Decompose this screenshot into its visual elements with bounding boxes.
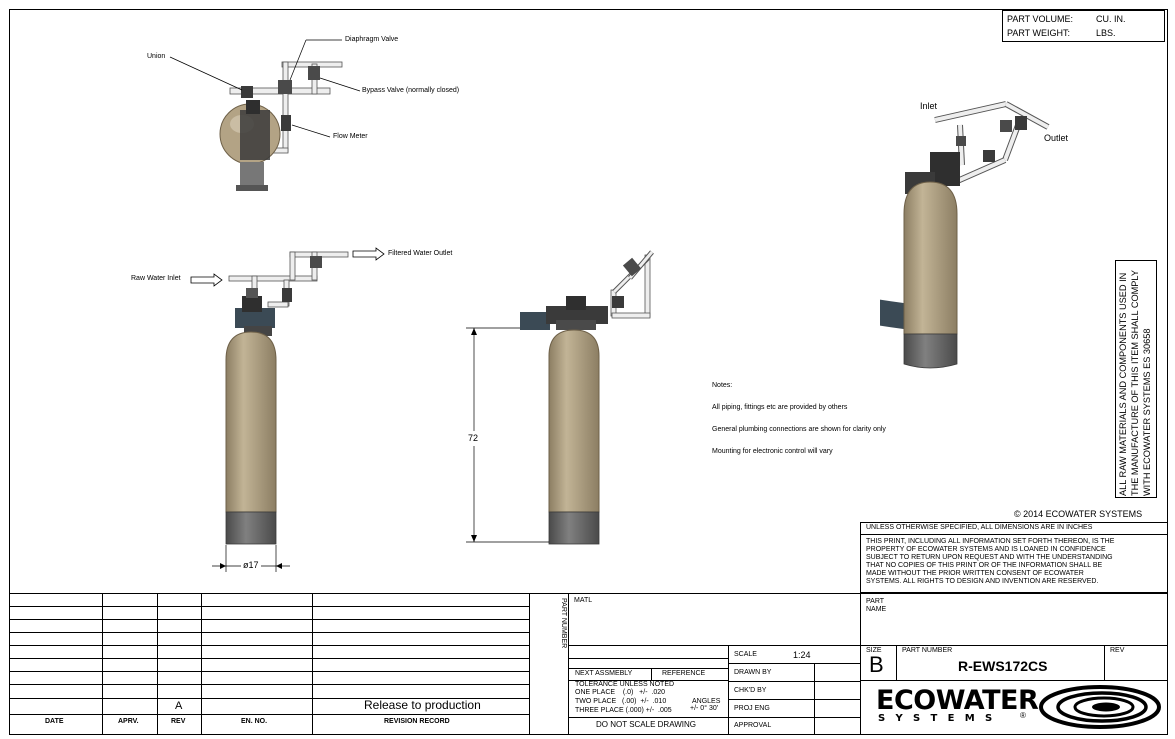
proprietary-line-4: THAT NO COPIES OF THIS PRINT OR OF THE I… <box>866 562 1103 569</box>
approval-label: APPROVAL <box>734 722 772 729</box>
rev-label: REV <box>1110 647 1125 654</box>
angles-label: ANGLES <box>692 698 721 705</box>
part-name-label-1: PART <box>866 598 885 605</box>
isometric-view-drawing <box>880 101 1050 369</box>
part-number-value: R-EWS172CS <box>958 658 1048 674</box>
proprietary-line-1: THIS PRINT, INCLUDING ALL INFORMATION SE… <box>866 538 1115 545</box>
rev-record-value: Release to production <box>364 698 481 712</box>
part-name-label-2: NAME <box>866 606 887 613</box>
part-weight-unit: LBS. <box>1096 28 1116 38</box>
bypass-valve-label: Bypass Valve (normally closed) <box>362 87 460 94</box>
front-view-drawing <box>225 251 349 545</box>
dimension-note: UNLESS OTHERWISE SPECIFIED, ALL DIMENSIO… <box>866 524 1093 531</box>
rev-header-en-no: EN. NO. <box>241 718 268 725</box>
side-notice-text: ALL RAW MATERIALS AND COMPONENTS USED IN… <box>1118 270 1152 496</box>
scale-label: SCALE <box>734 651 757 658</box>
flow-meter-label: Flow Meter <box>333 133 368 140</box>
top-view-leaders <box>169 39 361 138</box>
proj-eng-label: PROJ ENG <box>734 705 770 712</box>
proprietary-line-6: SYSTEMS. ALL RIGHTS TO DESIGN AND INVENT… <box>866 578 1099 585</box>
top-view-drawing <box>219 61 343 191</box>
side-view-drawing <box>520 250 654 545</box>
proprietary-line-2: PROPERTY OF ECOWATER SYSTEMS AND IS LOAN… <box>866 546 1106 553</box>
note-item-1: All piping, fittings etc are provided by… <box>712 404 848 411</box>
next-assembly-label: NEXT ASSMEBLY <box>575 670 633 677</box>
part-volume-unit: CU. IN. <box>1096 14 1126 24</box>
size-value: B <box>869 652 884 677</box>
rev-value: A <box>175 700 183 712</box>
part-number-vertical: PART NUMBER <box>560 598 567 649</box>
rev-header-date: DATE <box>45 718 64 725</box>
filtered-water-outlet-label: Filtered Water Outlet <box>388 250 453 257</box>
scale-value: 1:24 <box>793 650 811 660</box>
drawn-by-label: DRAWN BY <box>734 669 772 676</box>
union-label: Union <box>147 53 166 60</box>
angles-value: +/- 0° 30' <box>690 705 719 712</box>
do-not-scale: DO NOT SCALE DRAWING <box>596 720 697 729</box>
proprietary-line-5: MADE WITHOUT THE PRIOR WRITTEN CONSENT O… <box>866 570 1084 577</box>
chkd-by-label: CHK'D BY <box>734 687 767 694</box>
reference-label: REFERENCE <box>662 670 706 677</box>
tolerance-one-place: ONE PLACE (.0) +/- .020 <box>575 689 666 696</box>
note-item-3: Mounting for electronic control will var… <box>712 448 833 455</box>
notes-heading: Notes: <box>712 382 733 389</box>
proprietary-box <box>860 534 1168 593</box>
side-notice-box <box>1115 260 1157 498</box>
ecowater-logo: ECOWATER S Y S T E M S ® <box>866 684 1162 732</box>
matl-label: MATL <box>574 597 593 604</box>
front-view-arrows <box>190 247 385 287</box>
outlet-label: Outlet <box>1044 133 1069 143</box>
height-value: 72 <box>468 431 479 446</box>
height-dimension <box>466 327 549 543</box>
rev-header-rev: REV <box>171 718 186 725</box>
note-item-2: General plumbing connections are shown f… <box>712 426 886 433</box>
part-weight-label: PART WEIGHT: <box>1007 28 1071 38</box>
diaphragm-valve-label: Diaphragm Valve <box>345 36 399 43</box>
ecowater-swirl-icon <box>1039 685 1161 729</box>
rev-header-aprv: APRV. <box>118 718 139 725</box>
proprietary-line-3: SUBJECT TO RETURN UPON REQUEST AND WITH … <box>866 554 1113 561</box>
size-label: SIZE <box>866 647 882 654</box>
rev-header-record: REVISION RECORD <box>384 718 450 725</box>
diameter-value: ø17 <box>241 560 261 571</box>
raw-water-inlet-label: Raw Water Inlet <box>131 275 181 282</box>
drawing-sheet <box>9 9 1168 735</box>
part-info-box <box>1002 10 1165 42</box>
part-volume-label: PART VOLUME: <box>1007 14 1074 24</box>
part-number-label: PART NUMBER <box>902 647 953 654</box>
inlet-label: Inlet <box>920 101 938 111</box>
copyright: © 2014 ECOWATER SYSTEMS <box>1014 509 1143 519</box>
tolerance-three-place: THREE PLACE (.000) +/- .005 <box>575 707 672 714</box>
tolerance-two-place: TWO PLACE (.00) +/- .010 <box>575 698 667 705</box>
tolerance-heading: TOLERANCE UNLESS NOTED <box>575 681 675 688</box>
